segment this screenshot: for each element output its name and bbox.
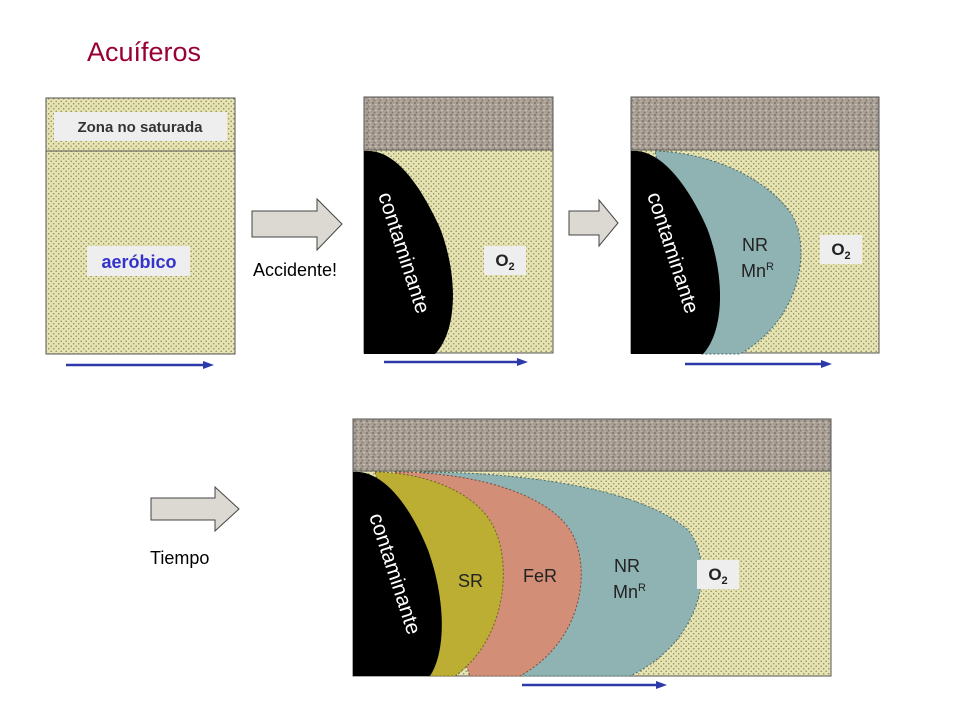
right-block-arrow-icon — [150, 485, 240, 533]
oxygen-label: O2 — [495, 251, 514, 273]
flow-direction-arrow — [821, 360, 832, 368]
oxygen-label-box — [820, 235, 862, 264]
rock-layer — [352, 418, 832, 472]
aerobic-label-box — [87, 246, 190, 276]
flow-direction-arrow — [517, 358, 528, 366]
panel-after-accident: contaminante O2 — [363, 96, 554, 366]
right-block-arrow-icon — [251, 197, 343, 252]
mn-label: MnR — [741, 261, 774, 281]
oxygen-label-box — [697, 560, 739, 589]
aerobic-label: aeróbico — [101, 252, 176, 272]
rock-layer — [363, 96, 554, 151]
flow-direction-arrow — [203, 361, 214, 369]
nr-label: NR — [742, 235, 768, 255]
oxygen-label: O2 — [831, 240, 850, 262]
panel-initial-aquifer: Zona no saturada aeróbico — [45, 97, 236, 369]
contaminant-plume — [353, 471, 442, 676]
time-label: Tiempo — [150, 548, 209, 568]
page-title: Acuíferos — [87, 37, 201, 67]
flow-direction-arrow — [656, 681, 667, 689]
mn-label: MnR — [613, 582, 646, 602]
accident-label: Accidente! — [253, 260, 337, 280]
oxygen-label-box — [484, 246, 526, 275]
sr-label: SR — [458, 571, 483, 591]
contaminant-plume — [631, 150, 721, 354]
panel-nitrate-manganese-reduction: contaminante NR MnR O2 — [630, 96, 880, 368]
unsaturated-zone-label: Zona no saturada — [77, 119, 203, 136]
rock-layer — [630, 96, 880, 151]
contaminant-plume — [364, 150, 453, 354]
right-block-arrow-icon — [568, 198, 619, 248]
unsaturated-zone-label-box — [54, 112, 227, 141]
oxygen-label: O2 — [708, 565, 727, 587]
nr-label: NR — [614, 556, 640, 576]
panel-redox-zones-over-time: contaminante SR FeR NR MnR O2 — [352, 418, 832, 689]
fer-label: FeR — [523, 566, 557, 586]
